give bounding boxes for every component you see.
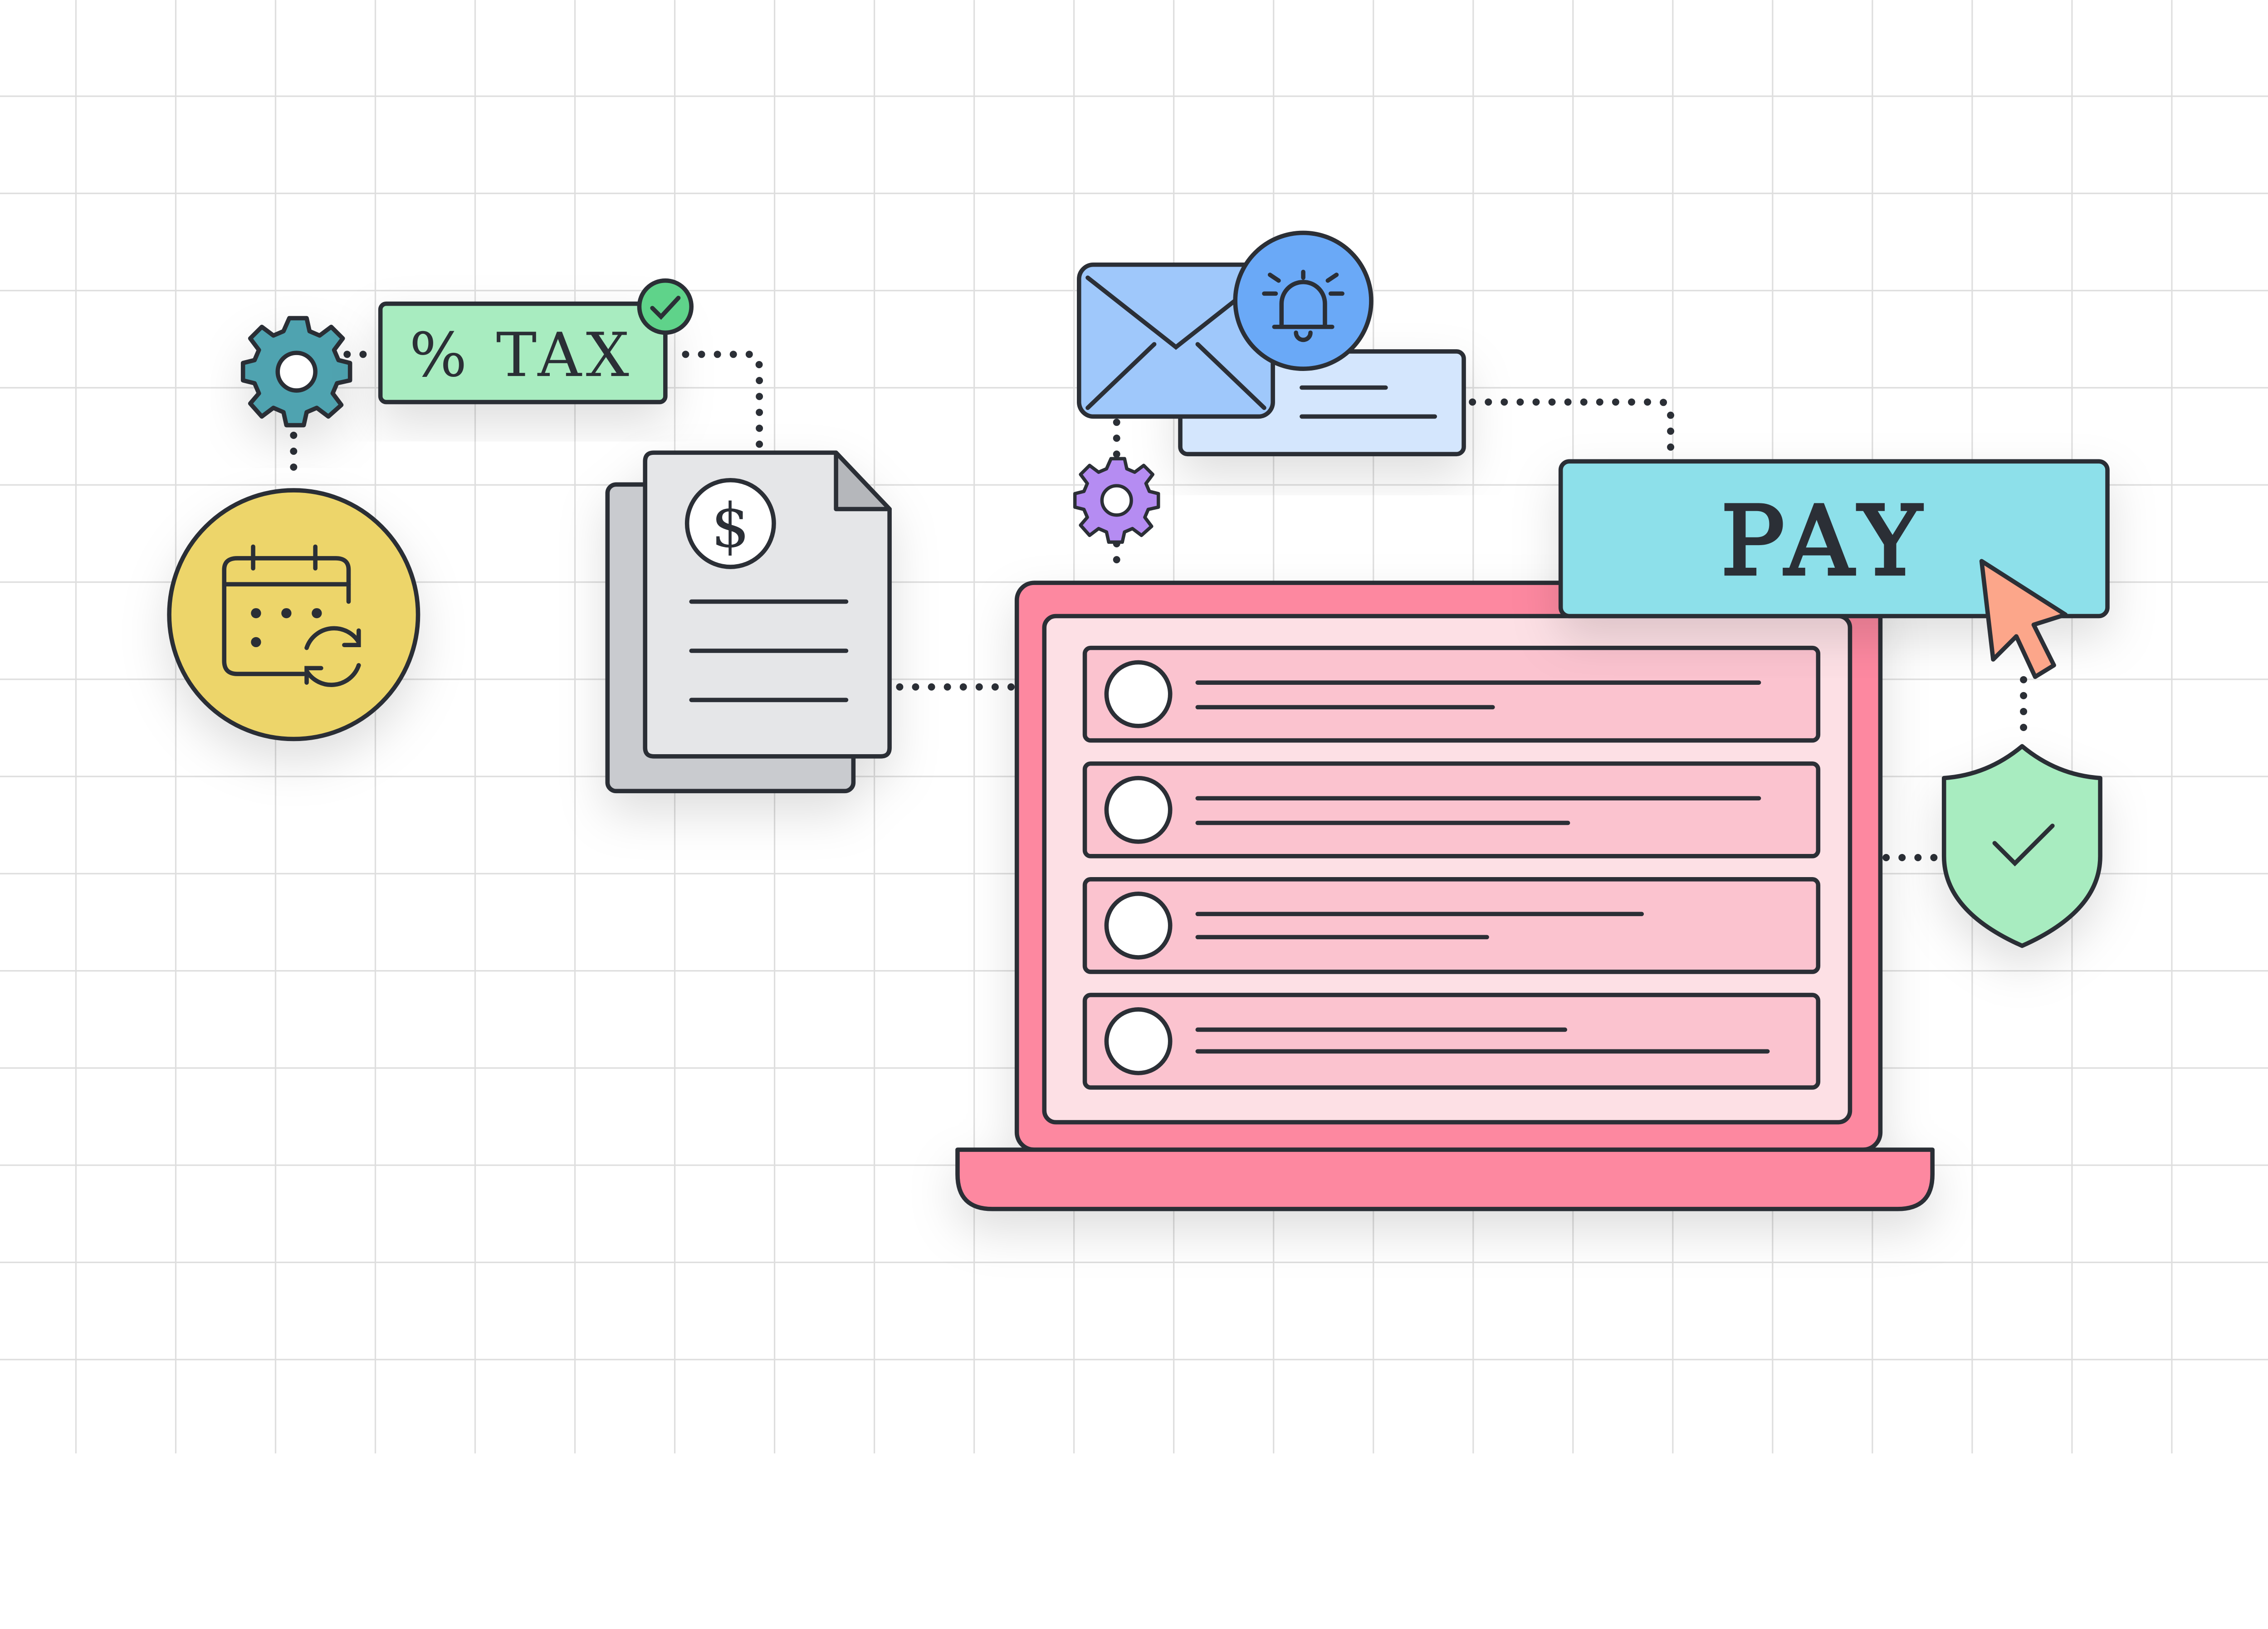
- payment-automation-illustration: % TAX $: [0, 0, 2268, 1453]
- calendar-sync-icon: [167, 488, 420, 741]
- shield-check-icon: [1941, 744, 2102, 948]
- gear-icon: [240, 316, 352, 428]
- check-badge-icon: [637, 278, 694, 335]
- shield-check-mark: [1992, 824, 2055, 867]
- message-lines: [1300, 385, 1437, 419]
- list-item: [1082, 877, 1821, 974]
- dollar-coin-icon: [684, 478, 776, 569]
- gear-icon: [1073, 457, 1160, 544]
- tax-label: TAX: [496, 320, 634, 390]
- folded-corner: [834, 450, 892, 512]
- percent-symbol: %: [409, 320, 467, 390]
- currency-symbol: $: [711, 490, 750, 561]
- pay-button[interactable]: [1558, 459, 2110, 619]
- invoice-document-icon: [605, 450, 892, 794]
- list-item: [1082, 761, 1821, 858]
- list-item: [1082, 993, 1821, 1090]
- connectors: [290, 351, 2028, 861]
- payment-list: [1082, 645, 1821, 1090]
- invoice-lines: [689, 599, 849, 702]
- tax-tag: [378, 301, 668, 405]
- pay-label: PAY: [1721, 486, 1930, 597]
- cursor-icon: [1979, 559, 2068, 679]
- bell-icon: [1233, 230, 1374, 371]
- list-item: [1082, 645, 1821, 743]
